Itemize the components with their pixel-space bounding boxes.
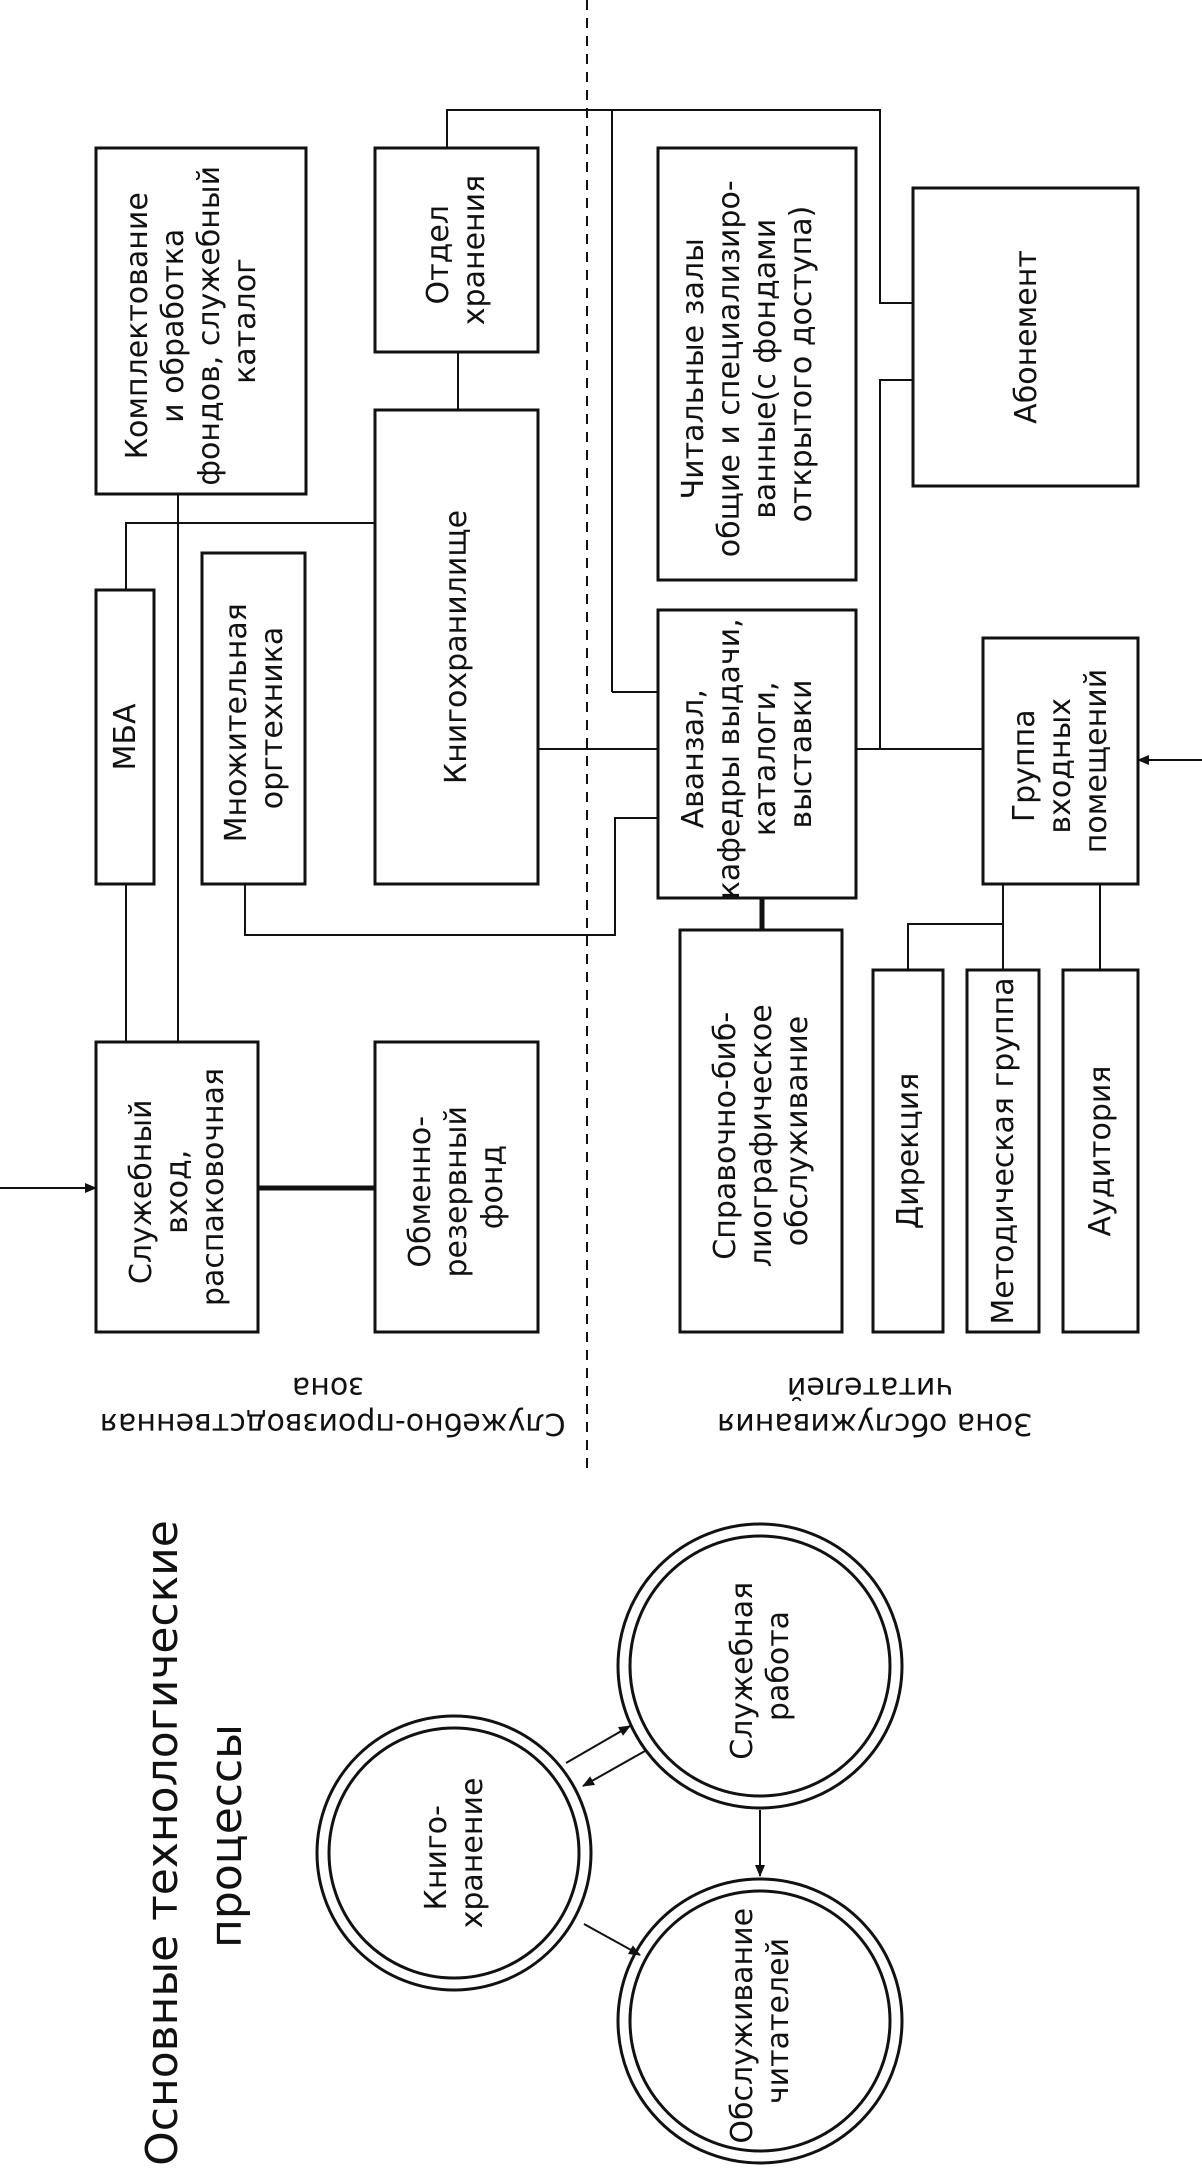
box-reference: [678, 928, 844, 1334]
readers-service-line-1: Обслуживание: [725, 1908, 760, 2144]
box-auditorium: [1061, 968, 1140, 1334]
box-acquisition: [94, 146, 308, 496]
acquisition-line-1: Комплектование: [120, 192, 155, 459]
svg-text:Книго- хранение: Книго- хранение: [419, 1778, 490, 1929]
auditorium-label: Аудитория: [1083, 1066, 1118, 1237]
reserve-fund-line-2: резервный: [439, 1106, 474, 1277]
svg-text:Обслуживание читателей: Обслуживание читателей: [725, 1898, 796, 2143]
arrow-storage-to-readers: [583, 1923, 641, 1956]
reading-rooms-line-2: общие и специализиро-: [712, 180, 747, 557]
service-work-line-1: Служебная: [725, 1582, 760, 1760]
svg-text:Справочно-биб- лиографичес: Справочно-биб- лиографическое обслуживан…: [708, 995, 815, 1268]
box-storage-dept: [373, 146, 540, 354]
reference-line-3: обслуживание: [780, 1016, 815, 1246]
title-line-2: процессы: [201, 1724, 252, 1948]
service-entrance-line-2: вход,: [160, 1150, 195, 1234]
hall-line-3: каталоги,: [748, 681, 783, 836]
process-storage: Книго- хранение: [315, 1714, 593, 1992]
storage-process-line-2: хранение: [455, 1778, 490, 1929]
copying-line-1: Множительная: [219, 603, 254, 842]
service-entrance-line-3: распаковочная: [196, 1068, 231, 1306]
reference-line-2: лиографическое: [744, 1004, 779, 1267]
storage-dept-line-2: хранения: [457, 175, 492, 325]
box-service-entrance: [94, 1040, 260, 1334]
zone-readers-line-2: читателей: [787, 1370, 953, 1405]
copying-line-2: оргтехника: [255, 627, 290, 809]
svg-text:Служебно-производственная: Служебно-производственная зона: [90, 1370, 565, 1441]
connector-lines: [0, 109, 1202, 1193]
svg-text:Зона обслуживания читателе: Зона обслуживания читателей: [708, 1370, 1033, 1441]
reserve-fund-line-1: Обменно-: [403, 1116, 438, 1268]
acquisition-line-3: фондов, служебный: [192, 166, 227, 486]
entrance-group-line-2: входных: [1043, 698, 1078, 834]
entrance-group-line-1: Группа: [1007, 709, 1042, 822]
box-subscription: [911, 186, 1140, 488]
svg-text:Аванзал, кафедры выдачи,: Аванзал, кафедры выдачи, каталоги, выста…: [676, 609, 819, 899]
process-arrows: [565, 1725, 765, 1956]
methodical-label: Методическая группа: [986, 977, 1021, 1324]
arrow-storage-to-work: [565, 1725, 631, 1764]
box-mba: [94, 588, 156, 886]
zone-readers-line-1: Зона обслуживания: [717, 1406, 1032, 1441]
svg-text:Служебный вход, распак: Служебный вход, распаковочная: [124, 1068, 231, 1306]
mba-label: МБА: [108, 703, 143, 770]
svg-text:Читальные залы общие и спе: Читальные залы общие и специализиро- ван…: [676, 171, 819, 557]
svg-text:Основные технологические п: Основные технологические процессы: [137, 1506, 252, 2166]
process-service-work: Служебная работа: [616, 1522, 904, 1810]
svg-text:Множительная оргтехника: Множительная оргтехника: [219, 594, 290, 843]
arrow-work-to-storage: [582, 1750, 646, 1787]
storage-dept-line-1: Отдел: [421, 205, 456, 304]
box-book-storage: [373, 408, 540, 886]
hall-line-4: выставки: [784, 679, 819, 828]
title-line-1: Основные технологические: [137, 1520, 188, 2166]
directorate-label: Дирекция: [891, 1073, 926, 1230]
svg-text:Обменно- резервный фон: Обменно- резервный фонд: [403, 1097, 510, 1278]
reference-line-1: Справочно-биб-: [708, 1012, 743, 1260]
service-entrance-line-1: Служебный: [124, 1099, 159, 1284]
svg-text:Группа входных помещен: Группа входных помещений: [1007, 669, 1114, 853]
zone-service-line-1: Служебно-производственная: [100, 1406, 566, 1441]
subscription-label: Абонемент: [1009, 250, 1044, 424]
storage-process-line-1: Книго-: [419, 1805, 454, 1910]
box-reading-rooms: [656, 146, 858, 582]
box-methodical: [965, 968, 1041, 1334]
reading-rooms-line-1: Читальные залы: [676, 238, 711, 499]
service-work-line-2: работа: [761, 1611, 796, 1721]
hall-line-1: Аванзал,: [676, 689, 711, 828]
box-copying: [200, 551, 307, 886]
reserve-fund-line-3: фонд: [475, 1145, 510, 1229]
svg-text:Отдел хранения: Отдел хранения: [421, 175, 492, 325]
zone-service-line-2: зона: [292, 1370, 364, 1405]
box-entrance-group: [981, 636, 1140, 886]
entrance-group-line-3: помещений: [1079, 669, 1114, 853]
box-hall: [656, 608, 858, 900]
box-reserve-fund: [373, 1040, 540, 1334]
acquisition-line-2: и обработка: [156, 229, 191, 423]
reading-rooms-line-3: ванные(с фондами: [748, 219, 783, 519]
hall-line-2: кафедры выдачи,: [712, 618, 747, 899]
acquisition-line-4: каталог: [228, 258, 263, 384]
book-storage-label: Книгохранилище: [439, 510, 474, 784]
box-directorate: [871, 968, 945, 1334]
readers-service-line-2: читателей: [761, 1938, 796, 2104]
reading-rooms-line-4: открытого доступа): [784, 206, 819, 523]
process-readers-service: Обслуживание читателей: [616, 1877, 904, 2165]
svg-text:Служебная работа: Служебная работа: [725, 1572, 796, 1759]
svg-text:Комплектование и обработка: Комплектование и обработка фондов, служе…: [120, 156, 263, 485]
